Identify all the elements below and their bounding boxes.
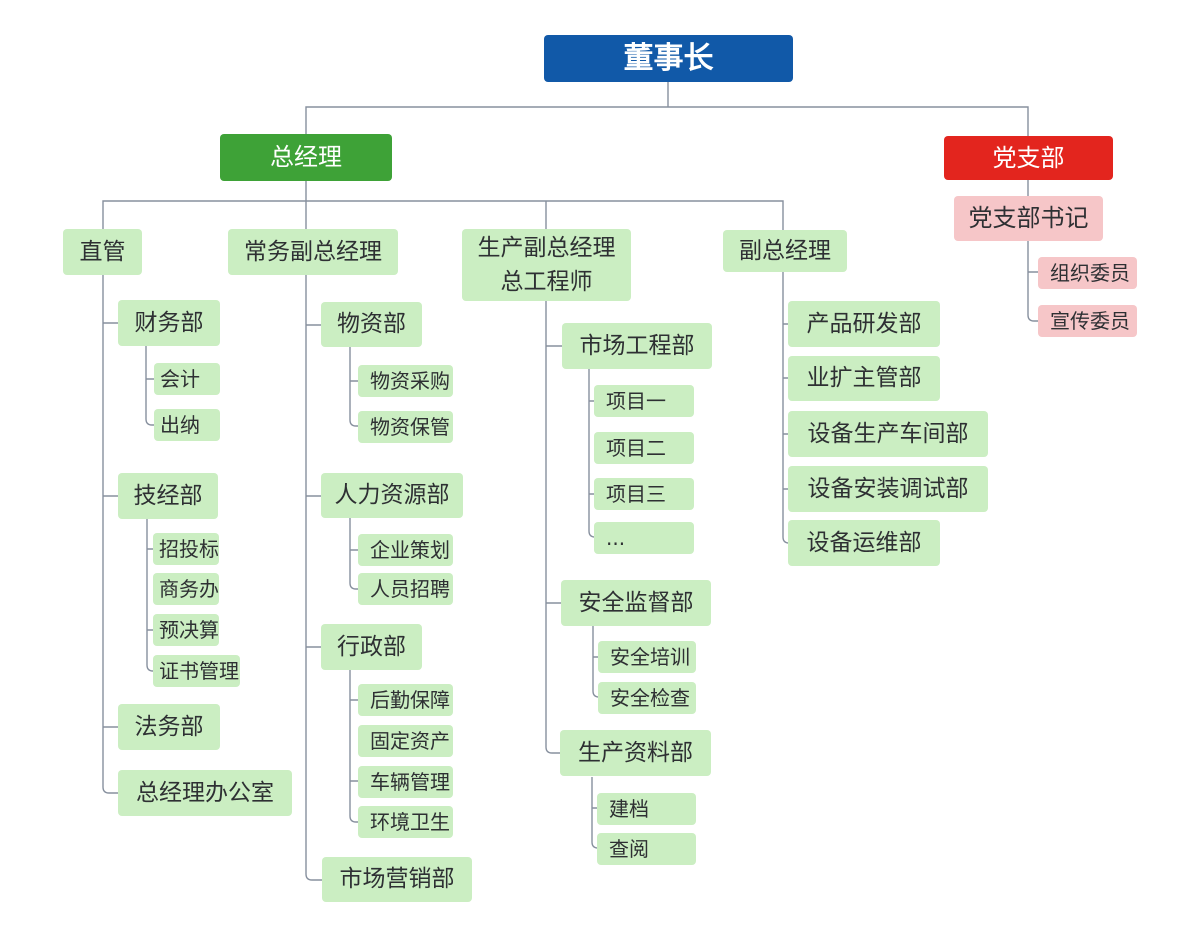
node-material-purchase: 物资采购 <box>358 365 453 397</box>
node-project-3: 项目三 <box>594 478 694 510</box>
node-vehicle-mgmt: 车辆管理 <box>358 766 453 798</box>
node-materials-dept: 物资部 <box>321 302 422 347</box>
node-project-2: 项目二 <box>594 432 694 464</box>
node-finance-dept: 财务部 <box>118 300 220 346</box>
node-marketing-dept: 市场营销部 <box>322 857 472 902</box>
node-product-rd-dept: 产品研发部 <box>788 301 940 347</box>
node-review: 查阅 <box>597 833 696 865</box>
node-equipment-production-dept: 设备生产车间部 <box>788 411 988 457</box>
node-gm-office: 总经理办公室 <box>118 770 292 816</box>
node-budget-settlement: 预决算 <box>153 614 219 646</box>
node-legal-dept: 法务部 <box>118 704 220 750</box>
node-material-storage: 物资保管 <box>358 411 453 443</box>
node-executive-deputy-gm: 常务副总经理 <box>228 229 398 275</box>
node-business-expansion-dept: 业扩主管部 <box>788 356 940 401</box>
node-equipment-installation-dept: 设备安装调试部 <box>788 466 988 512</box>
node-safety-inspection: 安全检查 <box>598 682 696 714</box>
node-recruitment: 人员招聘 <box>358 573 453 605</box>
node-bidding: 招投标 <box>153 533 219 565</box>
node-cashier: 出纳 <box>154 409 220 441</box>
node-hr-dept: 人力资源部 <box>321 473 463 518</box>
node-org-committee-member: 组织委员 <box>1038 257 1137 289</box>
node-party-branch: 党支部 <box>944 136 1113 180</box>
node-direct-management: 直管 <box>63 229 142 275</box>
node-chairman: 董事长 <box>544 35 793 82</box>
node-fixed-assets: 固定资产 <box>358 725 453 757</box>
node-project-1: 项目一 <box>594 385 694 417</box>
node-deputy-gm: 副总经理 <box>723 230 847 272</box>
node-business-office: 商务办 <box>153 573 219 605</box>
node-production-data-dept: 生产资料部 <box>560 730 711 776</box>
node-safety-training: 安全培训 <box>598 641 696 673</box>
node-publicity-committee-member: 宣传委员 <box>1038 305 1137 337</box>
node-admin-dept: 行政部 <box>321 624 422 670</box>
node-safety-supervision-dept: 安全监督部 <box>561 580 711 626</box>
node-project-more: ... <box>594 522 694 554</box>
node-logistics-support: 后勤保障 <box>358 684 453 716</box>
node-environment-sanitation: 环境卫生 <box>358 806 453 838</box>
node-accounting: 会计 <box>154 363 220 395</box>
node-enterprise-planning: 企业策划 <box>358 534 453 566</box>
node-production-deputy-gm: 生产副总经理 总工程师 <box>462 229 631 301</box>
node-filing: 建档 <box>597 793 696 825</box>
node-tech-economy-dept: 技经部 <box>118 473 218 519</box>
node-general-manager: 总经理 <box>220 134 392 181</box>
node-equipment-om-dept: 设备运维部 <box>788 520 940 566</box>
node-certificate-mgmt: 证书管理 <box>153 655 240 687</box>
node-market-engineering-dept: 市场工程部 <box>562 323 712 369</box>
node-party-secretary: 党支部书记 <box>954 196 1103 241</box>
